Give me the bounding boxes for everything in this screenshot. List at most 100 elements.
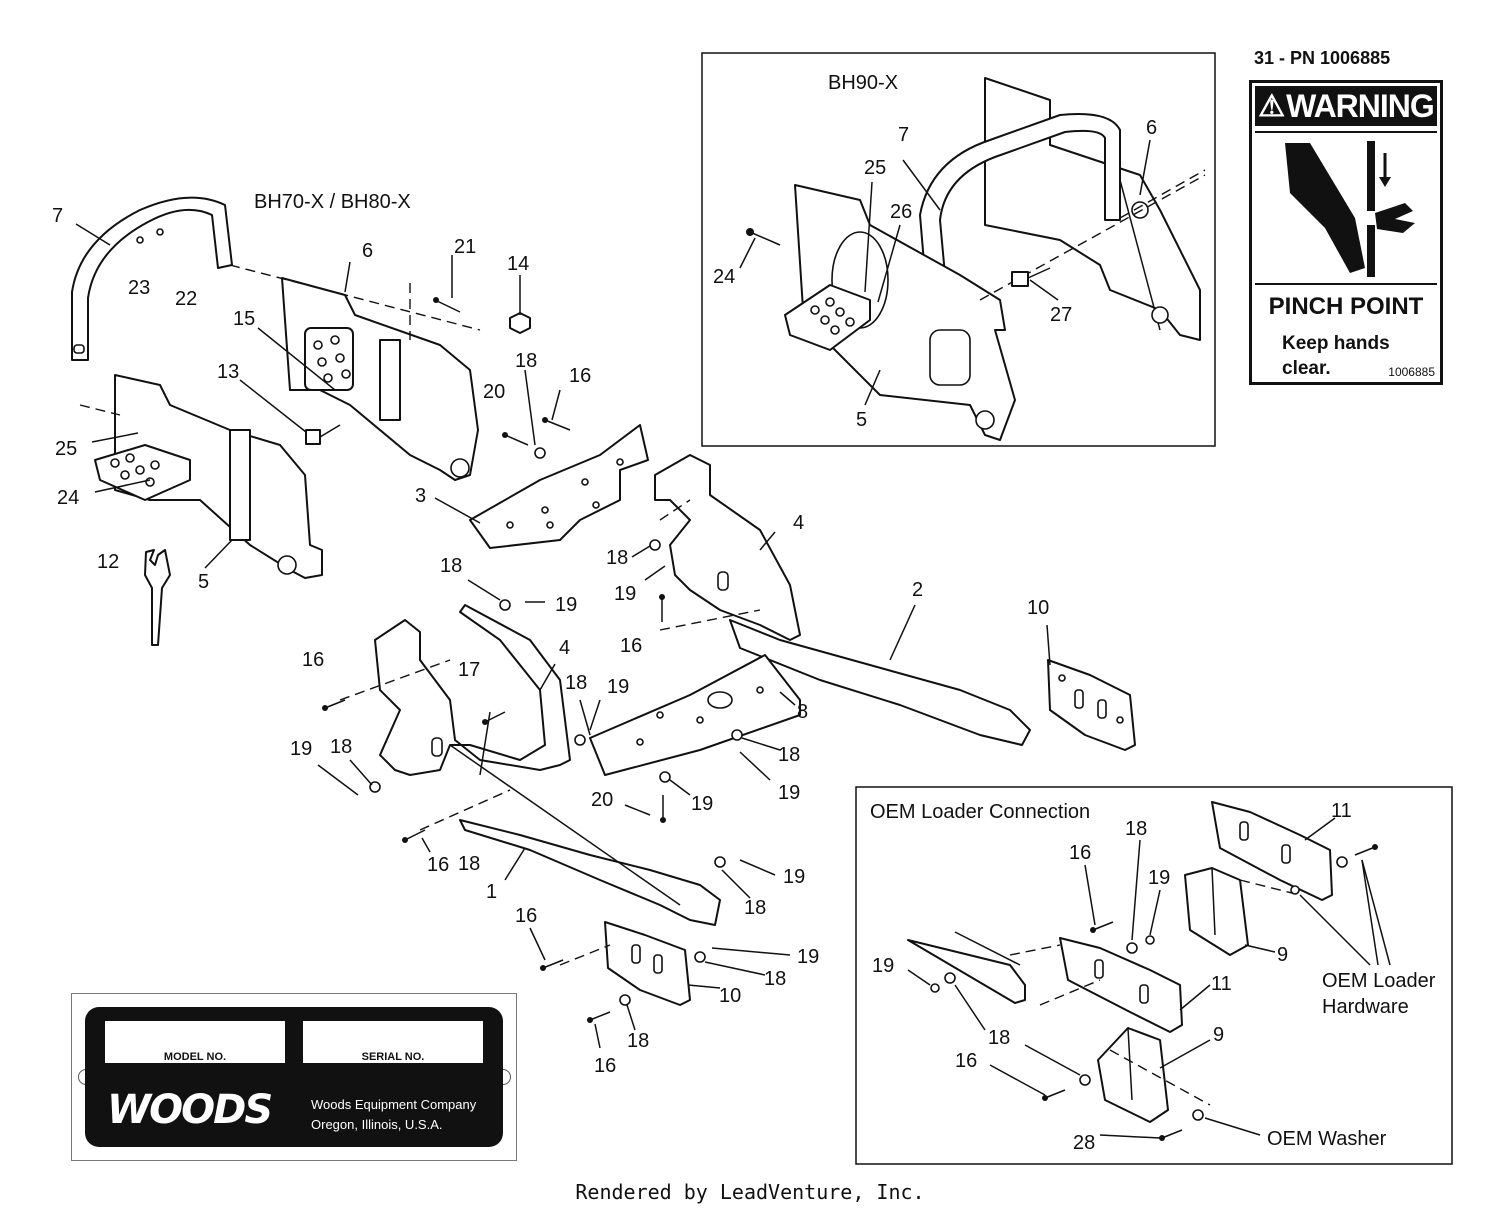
footer-credit: Rendered by LeadVenture, Inc.: [575, 1180, 925, 1204]
callout-19: 19: [691, 793, 713, 815]
callout-6: 6: [1146, 117, 1157, 139]
oem-hardware-line2: Hardware: [1322, 996, 1409, 1018]
callout-19: 19: [607, 676, 629, 698]
oem-inset-frame: [855, 786, 1453, 1165]
callout-16: 16: [515, 905, 537, 927]
part-4-right: [654, 454, 801, 641]
company-info: Woods Equipment Company Oregon, Illinois…: [311, 1097, 477, 1132]
callout-11: 11: [1331, 800, 1352, 822]
callout-7: 7: [898, 124, 909, 146]
callout-12: 12: [97, 551, 119, 573]
callout-18: 18: [744, 897, 766, 919]
model-number-label: MODEL NO.: [163, 1051, 227, 1063]
callout-14: 14: [507, 253, 529, 275]
bh90-title: BH90-X: [828, 72, 898, 94]
warning-heading: ⚠ WARNING: [1255, 86, 1437, 126]
nut-14: [509, 312, 531, 334]
pinch-point-pictogram-icon: [1255, 131, 1437, 285]
oem-title: OEM Loader Connection: [870, 801, 1090, 823]
bh90-part-5: [784, 184, 1016, 441]
callout-20: 20: [591, 789, 613, 811]
callout-15: 15: [233, 308, 255, 330]
oem-washer-label: OEM Washer: [1267, 1128, 1387, 1150]
callout-18: 18: [440, 555, 462, 577]
callout-5: 5: [198, 571, 209, 593]
callout-28: 28: [1073, 1132, 1095, 1154]
callout-18: 18: [988, 1027, 1010, 1049]
decal-code: 1006885: [1388, 365, 1435, 379]
callout-24: 24: [57, 487, 79, 509]
callout-19: 19: [290, 738, 312, 760]
callout-16: 16: [620, 635, 642, 657]
model-number-field: [105, 1021, 285, 1063]
bolt-21: [433, 297, 461, 313]
oem-hardware-line1: OEM Loader: [1322, 970, 1436, 992]
callout-19: 19: [614, 583, 636, 605]
part-10-right: [1047, 659, 1136, 751]
woods-logo: WOODS: [107, 1087, 273, 1133]
oem-hardware: [930, 844, 1378, 1141]
bh90-inset-frame: [701, 52, 1216, 447]
callout-19: 19: [1148, 867, 1170, 889]
callout-18: 18: [565, 672, 587, 694]
bh90-part-7: [919, 113, 1121, 276]
callout-11: 11: [1211, 973, 1232, 995]
callout-18: 18: [330, 736, 352, 758]
part-12-wrench: [144, 549, 171, 646]
warning-text: Keep hands clear.: [1282, 333, 1390, 379]
part-8: [589, 654, 801, 776]
callout-4: 4: [559, 637, 570, 659]
bh90-bolt-27: [1011, 267, 1051, 287]
oem-part-11-upper: [1211, 801, 1333, 901]
callout-19: 19: [778, 782, 800, 804]
callout-9: 9: [1213, 1024, 1224, 1046]
callout-20: 20: [483, 381, 505, 403]
part-6: [281, 277, 479, 481]
part-7: [71, 196, 233, 361]
oem-part-9-lower: [1097, 1027, 1169, 1123]
callout-10: 10: [719, 985, 741, 1007]
callout-16: 16: [427, 854, 449, 876]
callout-4: 4: [793, 512, 804, 534]
serial-plate: MODEL NO. SERIAL NO. WOODS Woods Equipme…: [85, 1007, 503, 1147]
callout-9: 9: [1277, 944, 1288, 966]
callout-1: 1: [486, 881, 497, 903]
part-1: [449, 744, 721, 926]
callout-18: 18: [515, 350, 537, 372]
callout-17: 17: [458, 659, 480, 681]
warning-decal: ⚠ WARNING PINCH POINT Keep hands clear. …: [1249, 80, 1443, 385]
callout-19: 19: [555, 594, 577, 616]
serial-number-label: SERIAL NO.: [361, 1051, 425, 1063]
part-10-lower: [604, 921, 691, 1006]
callout-7: 7: [52, 205, 63, 227]
callout-18: 18: [606, 547, 628, 569]
callout-16: 16: [302, 649, 324, 671]
callout-19: 19: [872, 955, 894, 977]
oem-leader-lines: [907, 817, 1391, 1139]
callout-2: 2: [912, 579, 923, 601]
callout-25: 25: [864, 157, 886, 179]
bolt-13: [305, 424, 341, 445]
bh90-bolt-24: [746, 228, 781, 246]
bh90-part-6: [984, 77, 1201, 341]
bolt-20-upper: [502, 432, 529, 446]
part-2: [729, 619, 1031, 746]
callout-16: 16: [594, 1055, 616, 1077]
callout-8: 8: [797, 701, 808, 723]
callout-5: 5: [856, 409, 867, 431]
callout-18: 18: [627, 1030, 649, 1052]
callout-22: 22: [175, 288, 197, 310]
warning-title: PINCH POINT: [1268, 293, 1424, 320]
callout-3: 3: [415, 485, 426, 507]
callout-26: 26: [890, 201, 912, 223]
callout-16: 16: [1069, 842, 1091, 864]
callout-18: 18: [458, 853, 480, 875]
callout-27: 27: [1050, 304, 1072, 326]
callout-16: 16: [569, 365, 591, 387]
oem-loader-arms: [907, 931, 1026, 1004]
oem-part-11-lower: [1059, 937, 1183, 1033]
callout-16: 16: [955, 1050, 977, 1072]
callout-10: 10: [1027, 597, 1049, 619]
